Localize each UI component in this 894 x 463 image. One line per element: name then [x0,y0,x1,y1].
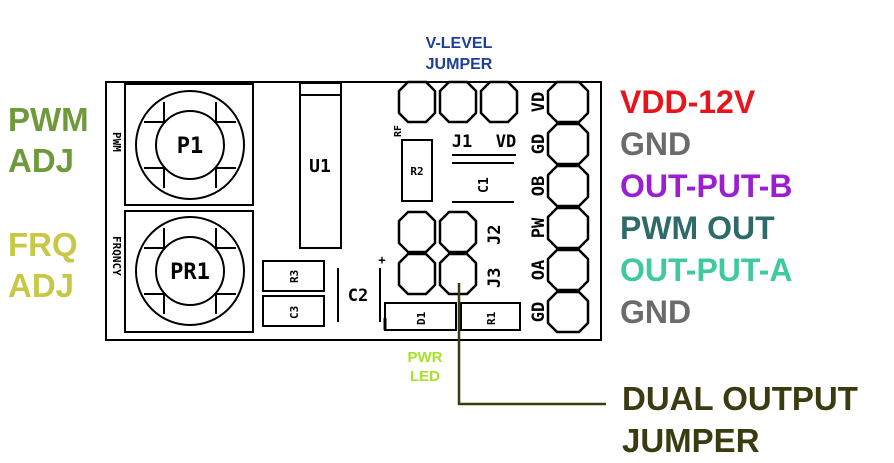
pin-silk-6: GD [529,302,549,322]
v-level-label-line2: JUMPER [426,56,493,73]
resistor-r3: R3 [262,260,325,292]
pin-pad-5[interactable] [546,248,590,292]
pin-label-1: VDD-12V [620,84,756,120]
pin-label-4: PWM OUT [620,210,775,246]
r3-label: R3 [288,270,301,283]
j2-label: J2 [485,225,505,245]
c1-label: C1 [477,177,492,193]
jumper-j1[interactable] [397,80,519,124]
pin-pad-1[interactable] [546,80,590,124]
resistor-r2: R2 [401,139,433,202]
pwm-silk-label: PWM [110,132,123,152]
pin-silk-1: VD [529,92,549,112]
resistor-r1: R1 [460,302,521,331]
pin-function-labels: VDD-12V GND OUT-PUT-B PWM OUT OUT-PUT-A GND [620,84,792,330]
pin-label-2: GND [620,126,691,162]
pwr-led-label-line2: LED [410,368,440,385]
pwr-led-label-line1: PWR [408,349,443,366]
p1-label: P1 [177,134,204,159]
dual-output-label-line1: DUAL OUTPUT [622,380,858,417]
frq-adj-label-line2: ADJ [8,267,74,304]
pwm-adj-label-line1: PWM [8,101,89,138]
potentiometer-p1[interactable]: P1 [124,83,254,206]
capacitor-c3: C3 [262,295,325,327]
pin-pad-2[interactable] [546,122,590,166]
pin-silk-5: OA [529,260,549,280]
pin-pad-3[interactable] [546,164,590,208]
u1-label: U1 [309,156,331,177]
pin-pad-6[interactable] [546,290,590,334]
pin-pad-4[interactable] [546,206,590,250]
pin-label-6: GND [620,294,691,330]
ic-u1: U1 [299,82,342,249]
j1-label: J1 [452,132,472,152]
capacitor-c1: C1 [452,162,514,203]
pin-label-3: OUT-PUT-B [620,168,792,204]
frqncy-silk-label: FRQNCY [110,236,123,276]
r1-label: R1 [485,311,498,325]
rf-silk-label: RF [393,125,404,137]
pin-header[interactable] [546,80,590,334]
j3-label: J3 [485,268,505,288]
r2-label: R2 [410,165,423,178]
capacitor-c2: C2 [337,268,381,322]
pr1-label: PR1 [170,260,210,285]
dual-output-label-line2: JUMPER [622,422,760,459]
potentiometer-pr1[interactable]: PR1 [124,210,254,333]
plus-mark: + [378,253,385,267]
frq-adj-label-line1: FRQ [8,226,78,263]
pin-label-5: OUT-PUT-A [620,252,792,288]
pwm-adj-label-line2: ADJ [8,142,74,179]
led-d1: D1 [383,302,457,331]
v-level-label-line1: V-LEVEL [426,35,493,52]
d1-label: D1 [415,311,428,325]
vd-silk-label: VD [496,132,516,152]
pin-silk-4: PW [529,217,549,238]
pin-silk-3: OB [529,176,549,196]
c2-label: C2 [348,286,368,306]
c3-label: C3 [288,306,301,319]
jumper-j2-j3[interactable] [397,210,478,296]
dual-output-leader-line [457,283,606,406]
pin-silk-2: GD [529,134,549,154]
pin-silk-labels: VD GD OB PW OA GD [529,92,549,322]
